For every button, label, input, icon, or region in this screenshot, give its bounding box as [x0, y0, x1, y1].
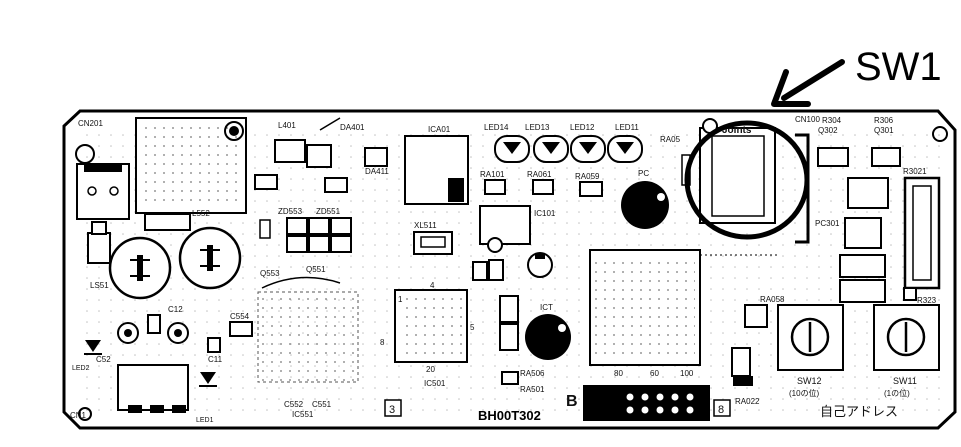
- label-zd553: ZD553: [278, 207, 303, 216]
- label-led14: LED14: [484, 123, 509, 132]
- capacitor-large-2: [178, 226, 242, 290]
- sw1-highlight-circle: [684, 120, 810, 240]
- capacitor-pc: [621, 181, 669, 229]
- rotary-switch-sw12: [777, 304, 844, 371]
- capacitor-ict: [525, 314, 571, 360]
- label-ic551: IC551: [292, 410, 314, 419]
- label-ica01: ICA01: [428, 125, 451, 134]
- label-led11: LED11: [615, 123, 639, 132]
- label-address: 自己アドレス: [820, 404, 898, 419]
- label-sw11-sub: (1の位): [884, 388, 910, 398]
- label-r304: R304: [822, 116, 842, 125]
- zener-block: [286, 217, 352, 253]
- label-ict: ICT: [540, 303, 553, 312]
- label-led12: LED12: [570, 123, 595, 132]
- label-ic501: IC501: [424, 379, 446, 388]
- pin-60: 60: [650, 369, 659, 378]
- label-led1: LED1: [196, 417, 214, 424]
- label-ra022: RA022: [735, 397, 760, 406]
- label-da411: DA411: [365, 167, 389, 176]
- label-q553: Q553: [260, 269, 280, 278]
- pin-20: 20: [426, 365, 435, 374]
- label-sw12-sub: (10の位): [789, 388, 820, 398]
- pin-5: 5: [470, 323, 475, 332]
- label-ra059: RA059: [575, 172, 600, 181]
- label-sw11: SW11: [893, 376, 917, 386]
- label-ra506: RA506: [520, 369, 545, 378]
- label-pc301: PC301: [815, 219, 840, 228]
- label-ls51: LS51: [90, 281, 109, 290]
- label-ra501: RA501: [520, 385, 545, 394]
- callout-arrow: [771, 59, 845, 107]
- label-c552: C552: [284, 400, 304, 409]
- label-c11: C11: [208, 355, 223, 364]
- corner-mark-3: 3: [389, 404, 395, 416]
- label-q551: Q551: [306, 265, 326, 274]
- label-ra05: RA05: [660, 135, 681, 144]
- label-cn100: CN100: [795, 115, 820, 124]
- part-number: BH00T302: [478, 408, 541, 423]
- label-xl511: XL511: [414, 221, 437, 230]
- pin-header: [583, 385, 710, 421]
- label-ra058: RA058: [760, 295, 785, 304]
- callout-label: SW1: [855, 45, 942, 89]
- label-l552: L552: [192, 209, 210, 218]
- label-c554: C554: [230, 312, 250, 321]
- label-r323: R323: [917, 296, 937, 305]
- corner-mark-8: 8: [718, 404, 724, 416]
- label-sw12: SW12: [797, 376, 822, 386]
- power-connector: [76, 163, 130, 220]
- label-led13: LED13: [525, 123, 550, 132]
- label-c12: C12: [168, 305, 183, 314]
- bottom-connector: [117, 364, 189, 411]
- label-zd551: ZD551: [316, 207, 341, 216]
- rotary-switch-sw11: [873, 304, 940, 371]
- label-led2: LED2: [72, 365, 90, 372]
- right-connector: [903, 176, 941, 290]
- pin-8: 8: [380, 338, 385, 347]
- pin-1: 1: [398, 295, 403, 304]
- inductor: [144, 213, 191, 231]
- pin-100: 100: [680, 369, 694, 378]
- pin-80: 80: [614, 369, 623, 378]
- label-ra061: RA061: [527, 170, 552, 179]
- label-c551: C551: [312, 400, 332, 409]
- label-r3021: R3021: [903, 167, 927, 176]
- label-ic101: IC101: [534, 209, 556, 218]
- label-da401: DA401: [340, 123, 365, 132]
- label-l401: L401: [278, 121, 296, 130]
- ic-pad-area: [257, 291, 359, 383]
- capacitor-large-1: [108, 236, 172, 300]
- label-q301: Q301: [874, 126, 894, 135]
- label-ra101: RA101: [480, 170, 505, 179]
- marker-b: B: [566, 393, 578, 410]
- label-pc: PC: [638, 169, 649, 178]
- label-c52: C52: [96, 355, 111, 364]
- pin-4: 4: [430, 281, 435, 290]
- label-q302: Q302: [818, 126, 838, 135]
- label-joints: Joints: [722, 125, 752, 136]
- led-row: [494, 135, 643, 163]
- label-cn201: CN201: [78, 119, 103, 128]
- label-cn1: CN1: [70, 411, 87, 420]
- label-r306: R306: [874, 116, 894, 125]
